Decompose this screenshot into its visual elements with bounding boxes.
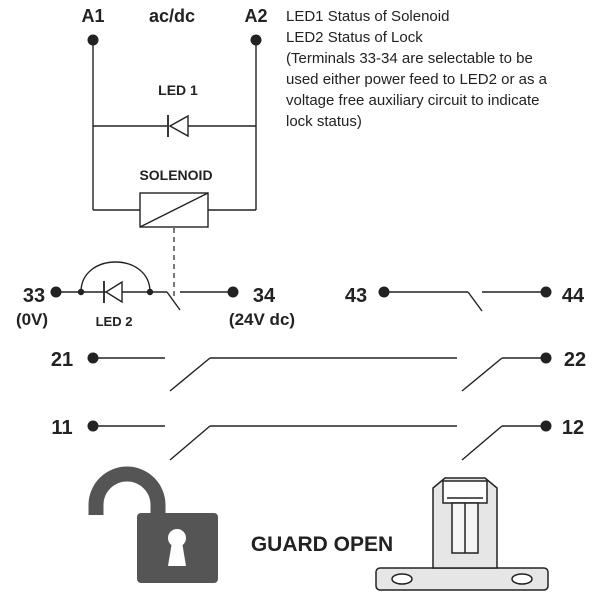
terminal-11	[87, 420, 99, 432]
guard-status-label: GUARD OPEN	[251, 533, 393, 556]
contact-43-44-blade	[467, 291, 483, 312]
led2-diode-icon	[103, 280, 123, 304]
contact-21-22	[93, 357, 546, 392]
terminal-a1-label: A1	[81, 6, 104, 26]
terminal-22	[540, 352, 552, 364]
terminal-34-sub-label: (24V dc)	[229, 310, 295, 329]
terminal-34	[227, 286, 239, 298]
coil-circuit	[92, 40, 257, 211]
legend-note-line-1: (Terminals 33-34 are selectable to be	[286, 50, 533, 67]
led2-bridge-wire	[80, 261, 151, 293]
legend-note-line-3: voltage free auxiliary circuit to indica…	[286, 92, 539, 109]
terminal-44	[540, 286, 552, 298]
supply-type-label: ac/dc	[149, 6, 195, 26]
legend: LED1 Status of Solenoid LED2 Status of L…	[286, 8, 548, 130]
legend-note-line-4: lock status)	[286, 113, 362, 130]
contact-11-12	[93, 425, 546, 461]
terminal-a2-label: A2	[244, 6, 267, 26]
contact-33-34	[56, 261, 233, 311]
terminal-34-label: 34	[253, 285, 276, 307]
terminal-43-label: 43	[345, 285, 367, 307]
terminal-11-label: 11	[51, 417, 72, 439]
led2-junction-left	[77, 288, 85, 296]
contact-43-44	[384, 291, 546, 312]
terminal-21	[87, 352, 99, 364]
guard-actuator-icon	[375, 477, 549, 591]
led1-diode-icon	[167, 114, 189, 138]
legend-led2: LED2 Status of Lock	[286, 29, 423, 46]
terminal-33	[50, 286, 62, 298]
open-padlock-icon	[88, 466, 218, 583]
solenoid-coil-icon	[139, 192, 209, 228]
legend-note-line-2: used either power feed to LED2 or as a	[286, 71, 548, 88]
legend-led1: LED1 Status of Solenoid	[286, 8, 449, 25]
terminal-a2	[250, 34, 262, 46]
terminal-12	[540, 420, 552, 432]
led2-label: LED 2	[96, 314, 133, 329]
terminal-12-label: 12	[562, 417, 584, 439]
terminal-a1	[87, 34, 99, 46]
terminal-33-sub-label: (0V)	[16, 310, 48, 329]
terminal-21-label: 21	[51, 349, 73, 371]
led2-junction-right	[146, 288, 154, 296]
terminal-44-label: 44	[562, 285, 585, 307]
contact-33-34-blade	[166, 291, 181, 311]
terminal-43	[378, 286, 390, 298]
terminal-22-label: 22	[564, 349, 586, 371]
solenoid-label: SOLENOID	[139, 167, 212, 183]
terminal-33-label: 33	[23, 285, 45, 307]
led1-label: LED 1	[158, 82, 198, 98]
